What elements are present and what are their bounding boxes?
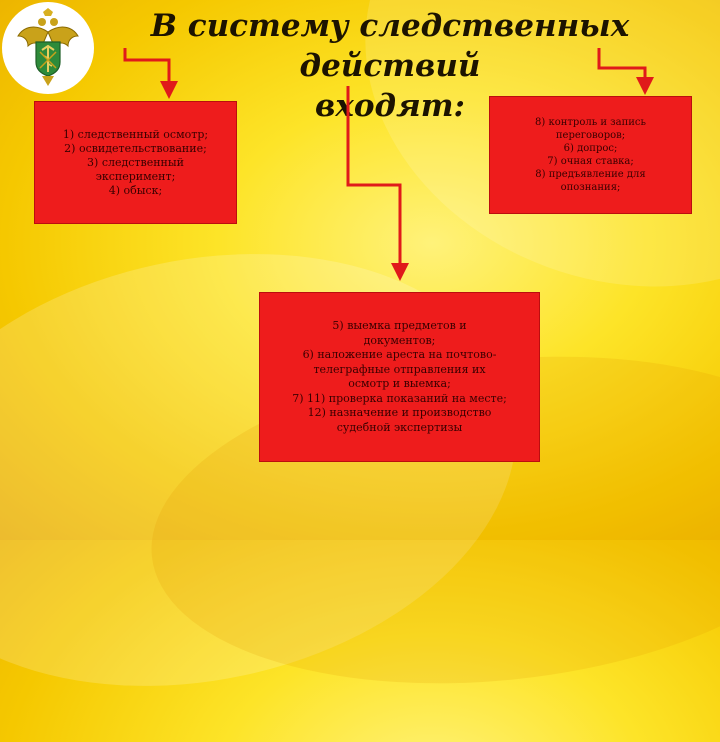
title-line: входят:	[315, 88, 465, 124]
list-item: 6) наложение ареста на почтово-	[302, 348, 497, 361]
title-line: В систему следственных действий	[150, 8, 630, 84]
list-item: телеграфные отправления их	[313, 362, 486, 376]
actions-box-center: 5) выемка предметов и документов; 6) нал…	[259, 292, 540, 462]
list-item: судебной экспертизы	[336, 420, 463, 434]
list-item: 8) контроль и запись	[535, 117, 646, 128]
list-item: 7) 11) проверка показаний на месте;	[292, 391, 507, 405]
list-item: эксперимент;	[95, 169, 176, 183]
arrow-to-center-box	[346, 86, 409, 281]
list-item: 4) обыск;	[108, 183, 163, 197]
list-item: 2) освидетельствование;	[64, 141, 207, 155]
actions-box-left: 1) следственный осмотр; 2) освидетельств…	[34, 101, 237, 224]
list-item: 12) назначение и производство	[307, 406, 492, 419]
connector-arrows	[123, 48, 654, 281]
list-item: переговоров;	[555, 130, 626, 141]
arrow-to-left-box	[123, 48, 178, 99]
list-item: документов;	[363, 333, 436, 347]
list-item: 1) следственный осмотр;	[62, 127, 209, 141]
customs-emblem-icon	[2, 2, 94, 94]
list-item: осмотр и выемка;	[348, 377, 451, 390]
list-item: опознания;	[560, 182, 621, 193]
list-item: 8) предъявление для	[535, 169, 646, 180]
arrow-to-right-box	[597, 48, 654, 95]
list-item: 5) выемка предметов и	[332, 319, 467, 332]
list-item: 7) очная ставка;	[547, 156, 634, 167]
list-item: 3) следственный	[87, 155, 184, 169]
list-item: 6) допрос;	[563, 143, 618, 154]
actions-box-right: 8) контроль и запись переговоров; 6) доп…	[489, 96, 692, 214]
slide-title: В систему следственных действий входят:	[60, 6, 720, 126]
